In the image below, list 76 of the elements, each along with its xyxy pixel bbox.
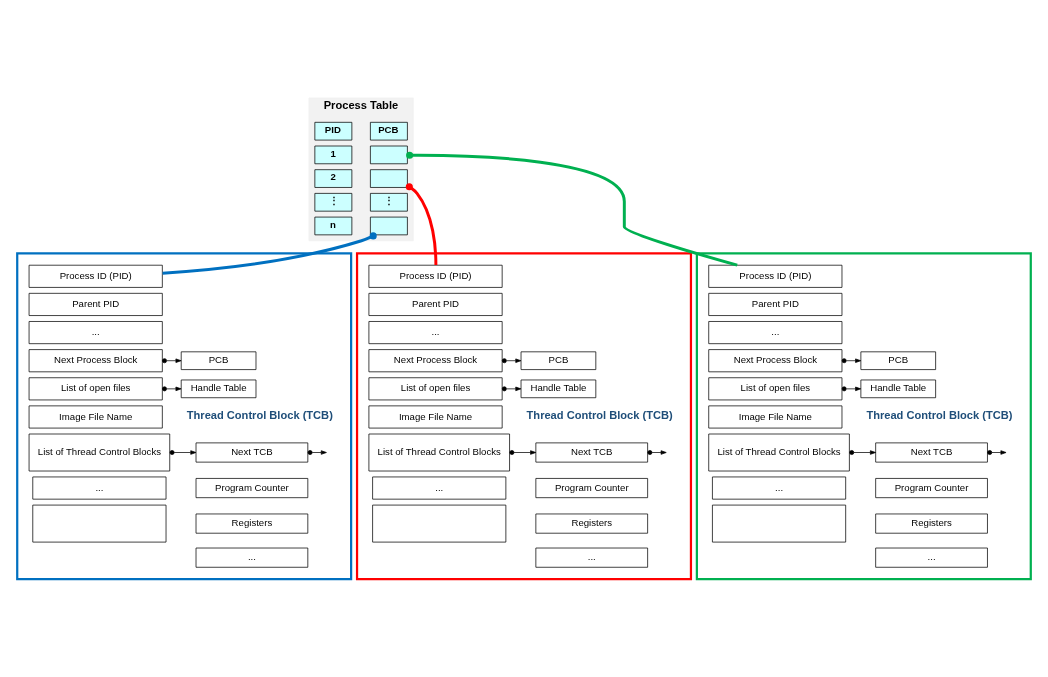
node-box: Process ID (PID) (28, 264, 163, 288)
arrow (651, 450, 667, 455)
node-box (712, 504, 847, 543)
arrow (162, 358, 182, 364)
node-box: Handle Table (180, 379, 257, 399)
label: Thread Control Block (TCB) (186, 408, 333, 421)
arrow (501, 358, 522, 364)
arrow (311, 450, 327, 455)
connector (406, 151, 738, 267)
node-box: Handle Table (860, 379, 936, 399)
arrow (841, 386, 862, 392)
node-box: Next Process Block (708, 349, 843, 373)
node-box: Next TCB (875, 442, 988, 463)
node-box: PCB (370, 121, 408, 141)
label: Thread Control Block (TCB) (526, 408, 673, 421)
node-box: Registers (535, 513, 648, 534)
node-box: List of Thread Control Blocks (368, 433, 510, 472)
node-box: Process ID (PID) (368, 264, 503, 288)
node-box: Program Counter (535, 478, 648, 499)
node-box: 2 (314, 169, 353, 188)
cluster (16, 252, 353, 581)
node-box: PCB (860, 351, 936, 370)
node-box (370, 216, 408, 236)
node-box: ... (195, 547, 309, 568)
node-box: Parent PID (368, 292, 503, 316)
node-box: List of open files (28, 377, 163, 401)
connector (405, 183, 438, 266)
node-box: Program Counter (875, 478, 988, 499)
node-box: List of open files (368, 377, 503, 401)
node-box: PCB (520, 351, 597, 370)
node-box: ⋮ (314, 193, 353, 212)
node-box: n (314, 216, 353, 236)
node-box (370, 145, 408, 165)
node-box: Image File Name (708, 405, 843, 429)
node-box: Registers (875, 513, 988, 534)
node-box: 1 (314, 145, 353, 165)
node-box: ... (712, 476, 847, 500)
node-box: Process ID (PID) (708, 264, 843, 288)
node-box (370, 169, 408, 188)
node-box: List of Thread Control Blocks (28, 433, 171, 472)
node-box: ... (368, 321, 503, 345)
arrow (841, 358, 862, 364)
node-box: Program Counter (195, 478, 309, 499)
node-box: ... (708, 321, 843, 345)
node-box (372, 504, 507, 543)
cluster (355, 252, 693, 581)
label: Thread Control Block (TCB) (866, 408, 1013, 421)
node-box: Next Process Block (28, 349, 163, 373)
connector (162, 232, 377, 275)
node-box: Image File Name (368, 405, 503, 429)
node-box: PID (314, 121, 353, 141)
node-box: Parent PID (28, 292, 163, 316)
arrow (849, 450, 876, 455)
node-box: Image File Name (28, 405, 163, 429)
arrow (509, 450, 537, 455)
node-box: ⋮ (370, 193, 408, 212)
node-box: Parent PID (708, 292, 843, 316)
arrow (991, 450, 1007, 455)
arrow (501, 386, 522, 392)
node-box: Next Process Block (368, 349, 503, 373)
node-box: ... (28, 321, 163, 345)
arrow (162, 386, 182, 392)
node-box: Next TCB (535, 442, 648, 463)
node-box: ... (535, 547, 648, 568)
node-box: List of Thread Control Blocks (708, 433, 850, 472)
node-box: PCB (180, 351, 257, 370)
node-box: Next TCB (195, 442, 309, 463)
node-box: ... (372, 476, 507, 500)
node-box (32, 504, 167, 543)
node-box: ... (32, 476, 167, 500)
node-box: Handle Table (520, 379, 597, 399)
arrow (169, 450, 197, 455)
node-box: ... (875, 547, 988, 568)
node-box: List of open files (708, 377, 843, 401)
cluster (695, 252, 1032, 581)
node-box: Registers (195, 513, 309, 534)
